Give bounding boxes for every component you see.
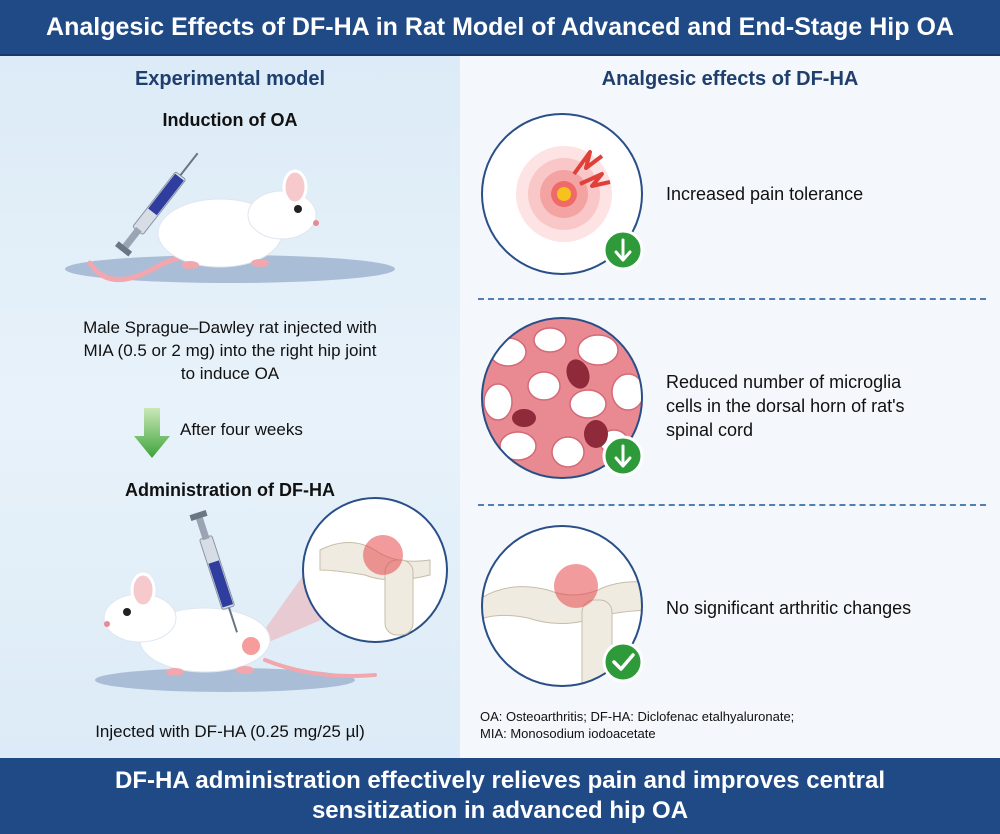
- induction-title: Induction of OA: [162, 110, 298, 130]
- experimental-model-heading: Experimental model: [134, 68, 326, 90]
- title-banner: Analgesic Effects of DF-HA in Rat Model …: [0, 0, 1000, 56]
- hip-joint-icon: [481, 525, 644, 687]
- microglia-cells-icon: [481, 317, 644, 479]
- rat-injection-icon: [65, 152, 395, 283]
- effect-text-arthritic: No significant arthritic changes: [666, 596, 911, 620]
- effect-line: cells in the dorsal horn of rat's: [666, 396, 905, 416]
- effect-text-pain-tolerance: Increased pain tolerance: [666, 182, 863, 206]
- footnote-line: OA: Osteoarthritis; DF-HA: Diclofenac et…: [480, 709, 795, 724]
- effect-line: No significant arthritic changes: [666, 598, 912, 618]
- induction-line: Male Sprague–Dawley rat injected with: [83, 318, 377, 337]
- administration-title: Administration of DF-HA: [125, 480, 335, 500]
- check-badge-icon: [602, 641, 644, 683]
- effect-line: Increased pain tolerance: [666, 184, 864, 204]
- section-divider: [478, 298, 986, 300]
- conclusion-banner: DF-HA administration effectively relieve…: [0, 758, 1000, 834]
- down-arrow-icon: [134, 408, 170, 458]
- effect-line: Reduced number of microglia: [666, 372, 902, 392]
- analgesic-effects-heading: Analgesic effects of DF-HA: [601, 68, 859, 90]
- induction-description: Male Sprague–Dawley rat injected with MI…: [0, 316, 460, 385]
- rat-administration-icon: [95, 497, 448, 692]
- footnote-line: MIA: Monosodium iodoacetate: [480, 726, 656, 741]
- effect-line: spinal cord: [666, 420, 754, 440]
- induction-line: to induce OA: [180, 364, 280, 383]
- effect-text-microglia: Reduced number of microglia cells in the…: [666, 370, 905, 442]
- conclusion-line: DF-HA administration effectively relieve…: [114, 767, 885, 794]
- induction-line: MIA (0.5 or 2 mg) into the right hip joi…: [83, 341, 377, 360]
- abbreviations-footnote: OA: Osteoarthritis; DF-HA: Diclofenac et…: [480, 708, 794, 742]
- section-divider: [478, 504, 986, 506]
- page-title: Analgesic Effects of DF-HA in Rat Model …: [46, 12, 954, 41]
- conclusion-line: sensitization in advanced hip OA: [311, 797, 689, 824]
- administration-description: Injected with DF-HA (0.25 mg/25 µl): [95, 722, 365, 741]
- after-four-weeks-label: After four weeks: [180, 420, 303, 439]
- pain-target-icon: [481, 113, 644, 275]
